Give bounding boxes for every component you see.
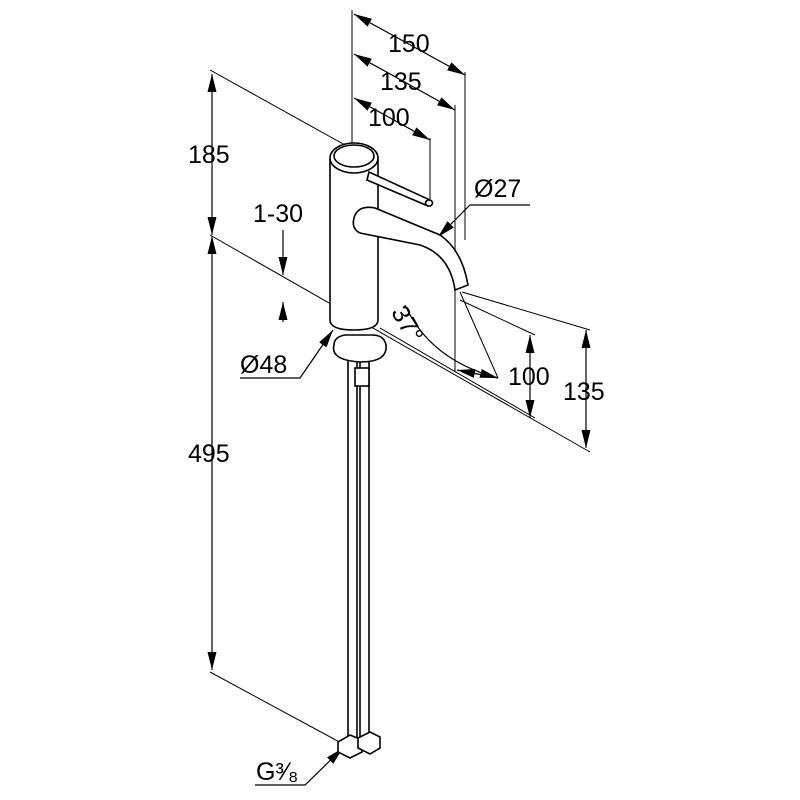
leader-27 <box>437 204 530 238</box>
dim-135 <box>353 53 456 111</box>
connector-right <box>357 731 381 755</box>
label-135: 135 <box>380 68 422 96</box>
label-diameter-48: Ø48 <box>240 351 288 379</box>
label-495: 495 <box>188 440 230 468</box>
dim-100-handle <box>353 97 431 141</box>
hose-nut-top <box>354 367 370 387</box>
faucet-body <box>329 159 379 331</box>
connector-left <box>337 734 363 759</box>
label-1-30: 1-30 <box>253 200 304 228</box>
label-185: 185 <box>188 141 230 169</box>
label-g38: G³⁄₈ <box>256 758 299 786</box>
label-100-outlet: 100 <box>508 363 550 391</box>
leader-48 <box>240 329 334 379</box>
faucet-cap <box>333 144 375 168</box>
base-washer <box>332 334 387 363</box>
faucet <box>329 142 469 759</box>
hose-left <box>347 339 358 741</box>
dimension-lines <box>207 13 591 786</box>
leader-g38 <box>255 747 344 786</box>
handle-tip <box>424 199 434 207</box>
angle-arrow <box>456 369 499 379</box>
spout <box>352 206 469 292</box>
hose-right <box>359 339 370 741</box>
label-diameter-27: Ø27 <box>474 175 522 203</box>
label-150: 150 <box>388 30 430 58</box>
label-135-height: 135 <box>563 378 605 406</box>
angle-arc <box>404 304 499 379</box>
label-100-handle: 100 <box>368 104 410 132</box>
